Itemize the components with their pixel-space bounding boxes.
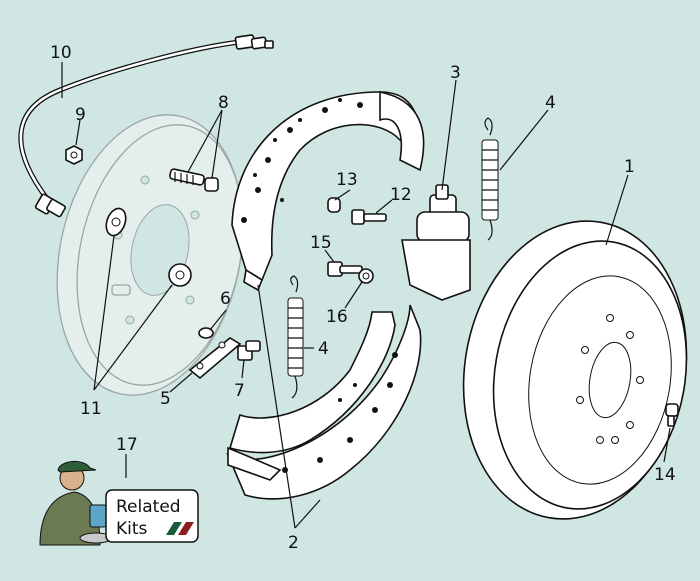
brand-stripe-green bbox=[166, 522, 182, 535]
return-spring-upper bbox=[481, 117, 499, 241]
callout-labels: 10 9 8 3 4 1 13 12 15 16 6 4 7 5 11 17 1… bbox=[50, 43, 676, 553]
leader-lines bbox=[61, 62, 671, 529]
washer bbox=[198, 327, 214, 339]
callout-11: 11 bbox=[80, 399, 102, 419]
callout-10: 10 bbox=[50, 43, 72, 63]
brake-drum bbox=[462, 220, 688, 520]
mechanic-icon bbox=[39, 461, 113, 546]
wheel-cylinder bbox=[401, 184, 471, 301]
callout-17: 17 bbox=[116, 435, 138, 455]
callout-7: 7 bbox=[234, 381, 245, 401]
callout-15: 15 bbox=[310, 233, 332, 253]
cam-washers bbox=[105, 207, 192, 287]
callout-13: 13 bbox=[336, 170, 358, 190]
callout-12: 12 bbox=[390, 185, 412, 205]
callout-5: 5 bbox=[160, 389, 171, 409]
related-kits-button[interactable]: Related Kits bbox=[39, 461, 199, 546]
callout-16: 16 bbox=[326, 307, 348, 327]
callout-1: 1 bbox=[624, 157, 635, 177]
brake-shoe-lower bbox=[226, 304, 422, 500]
nut-hole bbox=[70, 151, 78, 159]
callout-4-lower: 4 bbox=[318, 339, 329, 359]
backing-plate bbox=[56, 114, 244, 396]
stud-and-bush bbox=[169, 168, 219, 192]
adjuster-bolt bbox=[327, 261, 374, 284]
related-kits-line1: Related bbox=[116, 497, 181, 517]
drum-screw bbox=[665, 403, 679, 427]
callout-9: 9 bbox=[75, 105, 86, 125]
callout-14: 14 bbox=[654, 465, 676, 485]
lock-plate bbox=[188, 337, 242, 380]
callout-8: 8 bbox=[218, 93, 229, 113]
callout-2: 2 bbox=[288, 533, 299, 553]
related-kits-line2: Kits bbox=[116, 519, 148, 539]
callout-6: 6 bbox=[220, 289, 231, 309]
callout-4-upper: 4 bbox=[545, 93, 556, 113]
bolt bbox=[237, 340, 261, 361]
return-spring-lower bbox=[287, 275, 304, 399]
brake-hose bbox=[18, 34, 274, 218]
brand-stripe-red bbox=[178, 522, 194, 535]
callout-3: 3 bbox=[450, 63, 461, 83]
adjuster-parts bbox=[327, 197, 387, 225]
brake-shoe-upper bbox=[231, 91, 425, 292]
